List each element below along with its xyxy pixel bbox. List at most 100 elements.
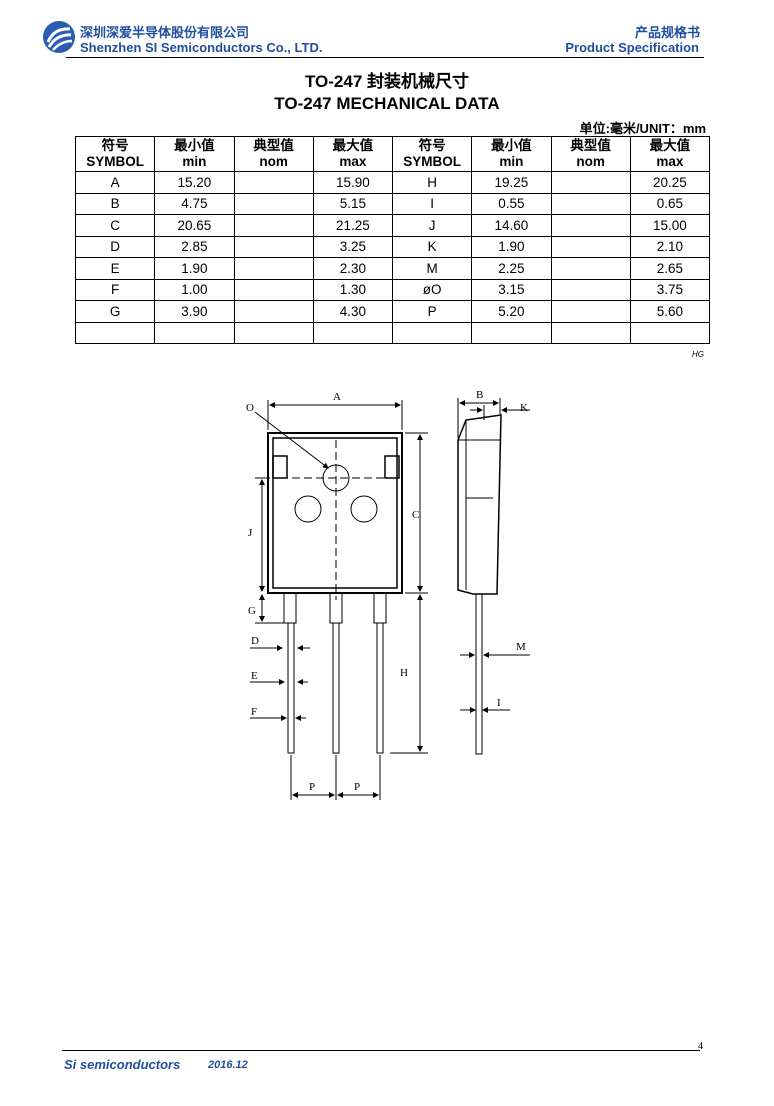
table-cell: J: [391, 214, 473, 237]
unit-label: 单位:毫米/UNIT：mm: [579, 121, 706, 136]
table-cell: [233, 300, 314, 323]
table-cell: G: [74, 300, 156, 323]
table-cell: [233, 321, 314, 344]
table-cell: E: [74, 257, 156, 280]
note-hg: HG: [692, 350, 704, 359]
table-cell: 21.25: [312, 214, 394, 237]
side-view-body: [457, 414, 502, 595]
label-c: C: [412, 509, 419, 521]
table-cell: 3.90: [154, 300, 235, 323]
table-cell: [471, 321, 552, 344]
table-cell: [233, 278, 314, 301]
footer-divider: [62, 1050, 700, 1051]
footer-brand: Si semiconductors: [64, 1057, 181, 1072]
table-cell: [154, 321, 235, 344]
table-cell: A: [74, 171, 156, 194]
table-cell: 1.00: [154, 278, 235, 301]
table-cell: [550, 171, 631, 194]
table-cell: M: [391, 257, 473, 280]
table-cell: [312, 321, 394, 344]
doc-type-cn: 产品规格书: [634, 25, 700, 40]
table-cell: [629, 321, 711, 344]
page-title-cn: TO-247 封装机械尺寸: [304, 72, 470, 91]
table-cell: 0.55: [471, 192, 552, 215]
label-o: O: [246, 402, 254, 414]
table-cell: [550, 257, 631, 280]
table-cell: 5.20: [471, 300, 552, 323]
table-cell: C: [74, 214, 156, 237]
label-j: J: [248, 527, 253, 539]
table-cell: [233, 192, 314, 215]
table-cell: 2.85: [154, 235, 235, 258]
label-i: I: [497, 697, 501, 709]
table-cell: 0.65: [629, 192, 711, 215]
table-cell: B: [74, 192, 156, 215]
table-cell: [550, 300, 631, 323]
footer-date: 2016.12: [208, 1059, 248, 1071]
table-cell: 14.60: [471, 214, 552, 237]
table-cell: 20.25: [629, 171, 711, 194]
table-cell: K: [391, 235, 473, 258]
table-cell: 4.30: [312, 300, 394, 323]
lead-right: [373, 592, 387, 624]
label-a: A: [333, 391, 341, 403]
label-m: M: [516, 641, 526, 653]
table-cell: 15.00: [629, 214, 711, 237]
table-cell: 2.10: [629, 235, 711, 258]
header-divider: [66, 57, 704, 58]
table-cell: 20.65: [154, 214, 235, 237]
label-h: H: [400, 667, 408, 679]
table-cell: øO: [391, 278, 473, 301]
table-cell: 2.30: [312, 257, 394, 280]
table-cell: [233, 235, 314, 258]
table-cell: 19.25: [471, 171, 552, 194]
table-cell: [550, 321, 631, 344]
table-row: [74, 321, 711, 344]
label-d: D: [251, 635, 259, 647]
doc-type-en: Product Specification: [565, 40, 699, 55]
table-cell: 1.90: [471, 235, 552, 258]
label-g: G: [248, 605, 256, 617]
label-p-1: P: [309, 781, 315, 793]
label-f: F: [251, 706, 257, 718]
lead-left: [283, 592, 297, 624]
company-name-en: Shenzhen SI Semiconductors Co., LTD.: [80, 40, 323, 55]
table-cell: 1.90: [154, 257, 235, 280]
table-cell: [550, 278, 631, 301]
table-cell: 2.25: [471, 257, 552, 280]
table-cell: 15.90: [312, 171, 394, 194]
label-p-2: P: [354, 781, 360, 793]
table-cell: 4.75: [154, 192, 235, 215]
page-number: 4: [698, 1041, 703, 1052]
table-cell: [550, 214, 631, 237]
table-cell: 3.25: [312, 235, 394, 258]
label-k: K: [520, 402, 528, 414]
to247-drawing: O A B K C J G D E F H M I P P: [246, 389, 530, 800]
table-cell: [233, 171, 314, 194]
table-cell: H: [391, 171, 473, 194]
table-cell: P: [391, 300, 473, 323]
label-b: B: [476, 389, 483, 401]
table-cell: 1.30: [312, 278, 394, 301]
table-cell: [233, 214, 314, 237]
table-cell: I: [391, 192, 473, 215]
page-title-en: TO-247 MECHANICAL DATA: [274, 94, 500, 113]
table-cell: 3.15: [471, 278, 552, 301]
package-body-inner: [272, 437, 398, 589]
